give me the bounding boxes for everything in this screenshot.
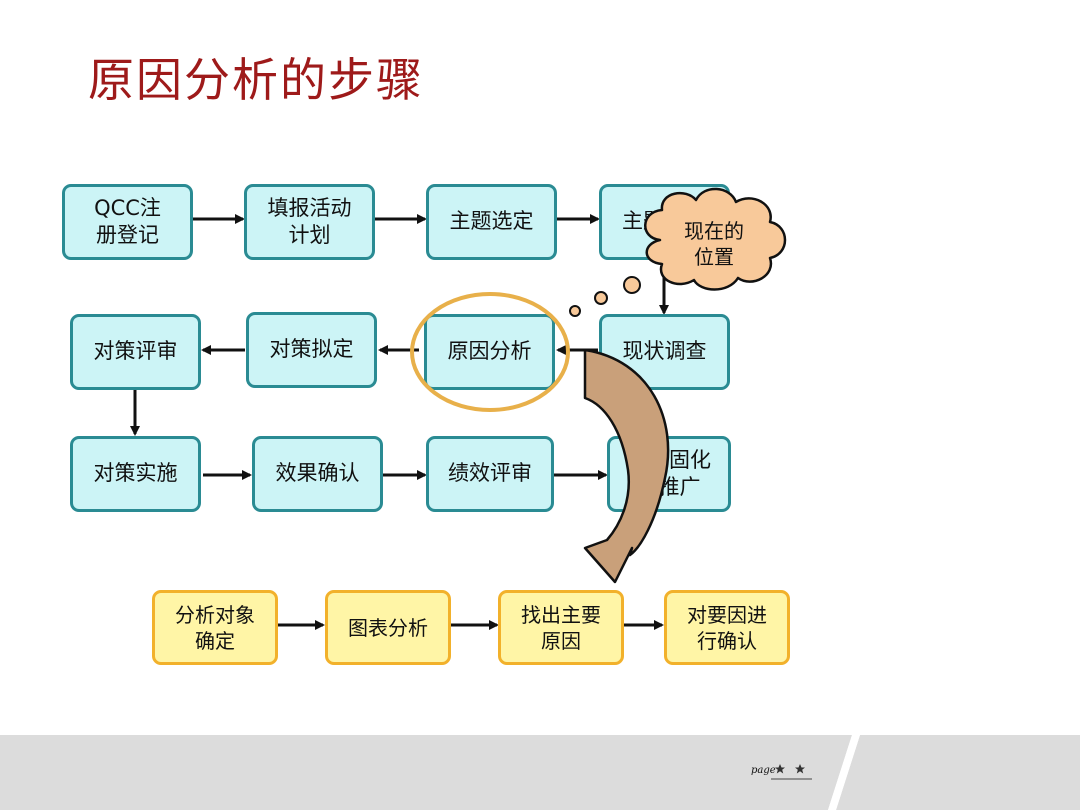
step-result-consolidation: 成果固化 和推广 (607, 436, 731, 512)
step-activity-plan: 填报活动 计划 (244, 184, 375, 260)
substep-main-causes: 找出主要 原因 (498, 590, 624, 665)
step-countermeasure-review: 对策评审 (70, 314, 201, 390)
step-effect-confirm: 效果确认 (252, 436, 383, 512)
step-cause-analysis: 原因分析 (424, 314, 555, 390)
star-icon (775, 764, 785, 774)
star-icon (795, 764, 805, 774)
page-label: page (751, 765, 776, 776)
step-countermeasure-implement: 对策实施 (70, 436, 201, 512)
step-countermeasure-draft: 对策拟定 (246, 312, 377, 388)
footer-band (0, 735, 1080, 810)
substep-analysis-object: 分析对象 确定 (152, 590, 278, 665)
page-title: 原因分析的步骤 (88, 53, 424, 107)
step-qcc-registration: QCC注 册登记 (62, 184, 193, 260)
step-current-survey: 现状调查 (599, 314, 730, 390)
substep-confirm-causes: 对要因进 行确认 (664, 590, 790, 665)
step-performance-review: 绩效评审 (426, 436, 554, 512)
current-position-callout: 现在的 位置 (684, 219, 744, 269)
substep-chart-analysis: 图表分析 (325, 590, 451, 665)
step-topic-selection: 主题选定 (426, 184, 557, 260)
